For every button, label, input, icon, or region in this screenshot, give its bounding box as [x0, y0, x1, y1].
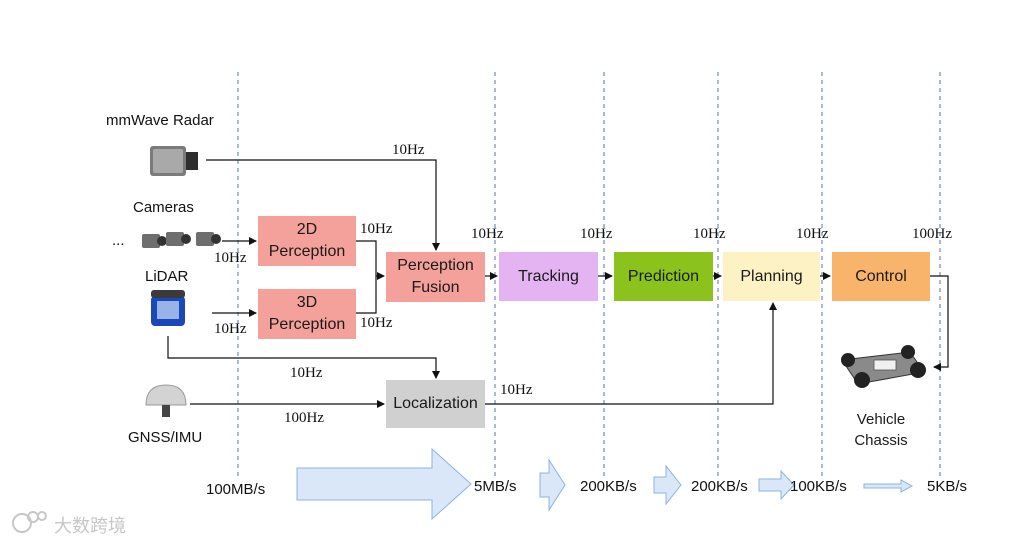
connectors [167, 159, 949, 408]
box-3d-perception [258, 289, 356, 339]
label-control: Control [855, 267, 907, 285]
label-cameras: Cameras [133, 199, 194, 216]
rate-2d-out: 10Hz [360, 221, 393, 237]
label-vehicle-chassis: Vehicle Chassis [854, 411, 908, 449]
arrow-lidar-localization [167, 336, 440, 379]
watermark-logo [12, 511, 47, 533]
label-3d-perception: 3D Perception [268, 294, 346, 333]
rate-3d-out: 10Hz [360, 315, 393, 331]
label-gnss-imu: GNSS/IMU [128, 429, 203, 446]
box-perception-fusion [386, 252, 485, 302]
bandwidth-label: 200KB/s [580, 478, 637, 495]
rate-fusion-out: 10Hz [471, 226, 504, 242]
rate-tracking-out: 10Hz [580, 226, 613, 242]
connector-3d-merge [356, 276, 377, 314]
label-tracking: Tracking [518, 267, 579, 285]
box-tracking [499, 252, 598, 301]
box-control [832, 252, 930, 301]
label-2d-perception: 2D Perception [268, 221, 346, 260]
stage-dividers [237, 72, 941, 478]
bandwidth-label: 5KB/s [927, 478, 968, 495]
rate-control-out: 100Hz [912, 226, 952, 242]
watermark-text: 大数跨境 [54, 516, 126, 537]
box-planning [723, 252, 820, 301]
rate-localization-planning: 10Hz [500, 382, 533, 398]
arrow-control-vehicle [930, 275, 949, 371]
rate-prediction-out: 10Hz [693, 226, 726, 242]
rate-planning-out: 10Hz [796, 226, 829, 242]
radar-sensor-icon [150, 146, 198, 176]
label-prediction: Prediction [627, 267, 700, 285]
label-planning: Planning [740, 267, 803, 285]
bandwidth-arrow-large [296, 447, 472, 521]
box-2d-perception [258, 216, 356, 266]
bandwidth-label: 100KB/s [790, 478, 847, 495]
box-localization [386, 380, 485, 428]
vehicle-chassis-icon [841, 345, 926, 388]
label-perception-fusion: Perception Fusion [397, 257, 474, 296]
bandwidth-label: 200KB/s [691, 478, 748, 495]
gnss-antenna-icon [145, 384, 187, 417]
connector-2d-merge [356, 240, 377, 276]
rate-lidar-localization: 10Hz [290, 365, 323, 381]
camera-icon [142, 232, 221, 248]
arrow-localization-planning [485, 302, 777, 405]
rate-gnss-localization: 100Hz [284, 410, 324, 426]
arrow-radar-fusion [206, 159, 440, 251]
bandwidth-arrow [653, 464, 682, 506]
bandwidth-arrows [296, 447, 914, 521]
label-cameras-ellipsis: ... [112, 232, 125, 249]
rate-radar-fusion: 10Hz [392, 142, 425, 158]
box-prediction [614, 252, 713, 301]
bandwidth-label: 100MB/s [206, 481, 266, 498]
rate-camera-2d: 10Hz [214, 250, 247, 266]
label-mmwave-radar: mmWave Radar [106, 112, 214, 129]
lidar-icon [151, 290, 185, 326]
label-lidar: LiDAR [145, 268, 189, 285]
bandwidth-arrow-small [863, 479, 914, 493]
bandwidth-label: 5MB/s [474, 478, 517, 495]
bandwidth-arrow [539, 458, 566, 512]
rate-lidar-3d: 10Hz [214, 321, 247, 337]
label-localization: Localization [393, 395, 478, 412]
bandwidth-arrow [758, 469, 795, 501]
